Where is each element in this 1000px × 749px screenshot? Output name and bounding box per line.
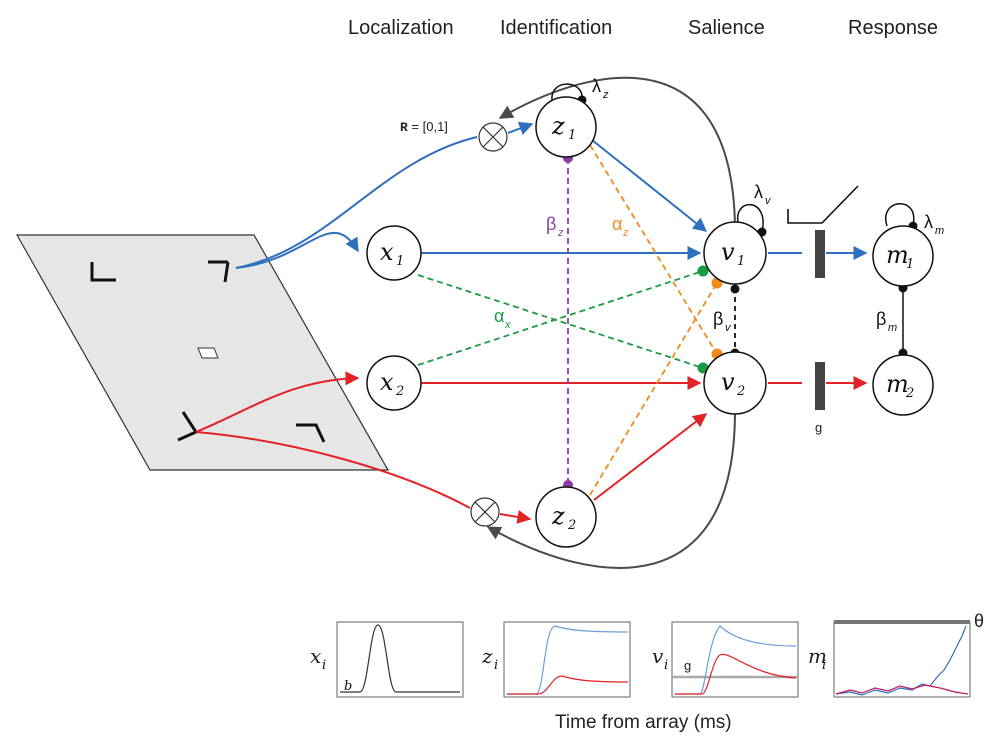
self-loop-m1 — [884, 203, 915, 227]
node-x2: x 2 — [366, 355, 422, 411]
svg-text:x: x — [504, 319, 511, 331]
gate-1 — [478, 122, 508, 152]
beta-z-label: β — [546, 214, 556, 234]
input-path-to-gate-1 — [235, 136, 478, 269]
node-v2: v 2 — [703, 351, 767, 415]
threshold-bar-2 — [815, 362, 825, 410]
rectifier-icon — [787, 185, 859, 224]
svg-text:i: i — [322, 658, 326, 673]
svg-text:1: 1 — [568, 128, 576, 143]
self-loop-v1 — [736, 203, 764, 233]
node-z2: z 2 — [535, 486, 597, 548]
alpha-z-connection-1 — [589, 144, 718, 355]
node-m1: m 1 — [872, 225, 934, 287]
alpha-x-label: α — [494, 306, 504, 326]
gate-g-label: g — [815, 420, 822, 435]
svg-text:v: v — [721, 368, 735, 396]
svg-text:m: m — [888, 322, 897, 334]
svg-text:z: z — [551, 112, 565, 140]
svg-text:v: v — [725, 322, 732, 334]
svg-text:v: v — [652, 644, 664, 668]
plot-mi: m i θ — [808, 611, 984, 698]
svg-text:2: 2 — [736, 384, 745, 399]
stage-label-response: Response — [848, 17, 938, 39]
svg-text:2: 2 — [567, 518, 576, 533]
svg-text:x: x — [380, 238, 394, 266]
stage-label-salience: Salience — [688, 17, 765, 39]
svg-text:m: m — [808, 644, 827, 668]
lambda-v-label: λ — [754, 182, 763, 202]
svg-text:1: 1 — [737, 254, 745, 269]
alpha-x-connection-2 — [417, 270, 704, 366]
svg-text:b: b — [344, 679, 352, 694]
feedback-arrow-top — [498, 76, 736, 233]
svg-text:z: z — [551, 502, 565, 530]
t-shape-stimulus — [208, 260, 230, 283]
feedback-arrow-bottom — [486, 411, 736, 569]
fixation-marker — [197, 347, 219, 359]
node-x1: x 1 — [366, 225, 422, 281]
z2-to-v2-arrow — [593, 413, 708, 501]
svg-text:z: z — [622, 227, 629, 239]
gate2-to-z2-arrow — [499, 510, 532, 524]
svg-text:z: z — [557, 227, 564, 239]
r-range-label: R = [0,1] — [400, 119, 448, 135]
node-z1: z 1 — [535, 96, 597, 158]
plot-xi: x i b — [310, 621, 464, 698]
beta-m-label: β — [876, 309, 886, 329]
svg-text:v: v — [765, 195, 772, 207]
l-shape-stimulus-3 — [296, 423, 326, 443]
svg-text:m: m — [886, 370, 909, 398]
node-v1: v 1 — [703, 221, 767, 285]
svg-text:x: x — [380, 368, 394, 396]
gate-2 — [470, 497, 500, 527]
input-arrow-x2 — [195, 371, 360, 433]
stimulus-array — [15, 234, 390, 471]
stage-label-localization: Localization — [348, 17, 454, 39]
threshold-theta: θ — [974, 611, 984, 631]
alpha-z-label: α — [612, 214, 622, 234]
lambda-m-label: λ — [924, 212, 933, 232]
time-axis-title: Time from array (ms) — [555, 712, 732, 733]
svg-text:i: i — [822, 658, 826, 673]
beta-v-label: β — [713, 309, 723, 329]
plot-vi: v i g — [652, 621, 799, 698]
svg-text:x: x — [310, 644, 321, 668]
l-shape-stimulus-1 — [90, 262, 116, 282]
svg-text:i: i — [494, 658, 498, 673]
svg-text:m: m — [886, 241, 909, 269]
input-path-to-gate-2 — [195, 431, 471, 509]
z1-to-v1-arrow — [591, 139, 708, 232]
svg-text:g: g — [684, 658, 691, 673]
alpha-x-connection-1 — [417, 274, 704, 369]
threshold-bar-1 — [815, 230, 825, 278]
svg-text:2: 2 — [395, 384, 404, 399]
svg-text:z: z — [481, 644, 493, 668]
svg-text:1: 1 — [396, 254, 404, 269]
svg-text:z: z — [602, 89, 609, 101]
self-loop-z1 — [551, 83, 583, 106]
lambda-z-label: λ — [592, 76, 601, 96]
gate1-to-z1-arrow — [507, 121, 534, 135]
alpha-x-dot-v1 — [697, 265, 709, 277]
stage-label-identification: Identification — [500, 17, 612, 39]
svg-text:v: v — [721, 238, 735, 266]
plot-zi: z i — [481, 621, 631, 698]
node-m2: m 2 — [872, 354, 934, 416]
input-arrow-x1 — [235, 231, 359, 269]
svg-text:m: m — [935, 225, 944, 237]
alpha-z-connection-2 — [589, 282, 718, 496]
svg-text:i: i — [664, 658, 668, 673]
svg-text:1: 1 — [906, 257, 914, 272]
svg-text:2: 2 — [905, 386, 914, 401]
